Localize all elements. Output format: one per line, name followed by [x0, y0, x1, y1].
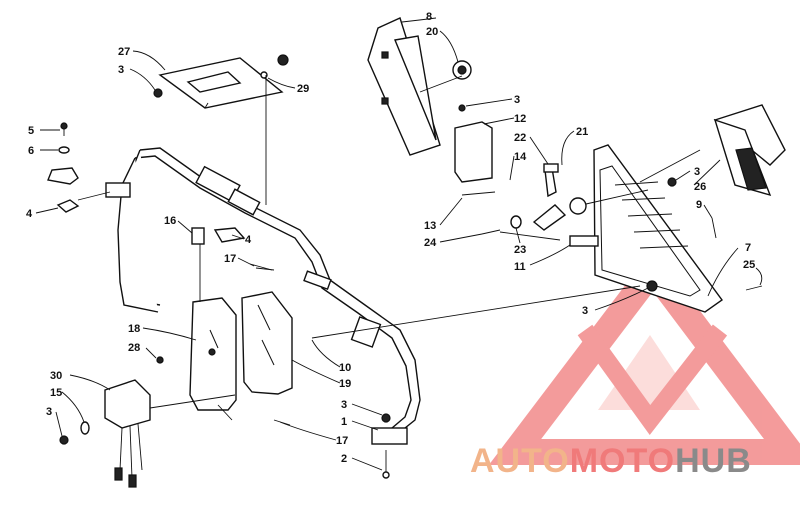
callout-17: 17: [224, 253, 236, 265]
center-brackets: [191, 227, 273, 271]
callout-3: 3: [582, 305, 588, 317]
callout-12: 12: [514, 113, 526, 125]
callout-22: 22: [514, 132, 526, 144]
callout-17: 17: [336, 435, 348, 447]
callout-25: 25: [743, 259, 755, 271]
callout-5: 5: [28, 125, 34, 137]
lower-fasteners: [273, 413, 391, 479]
watermark-logo: [488, 248, 800, 465]
callout-23: 23: [514, 244, 526, 256]
watermark-brand: AUTOMOTOHUB: [470, 442, 752, 482]
latch-assembly: [481, 163, 587, 235]
corner-block: [667, 104, 786, 197]
top-mounting-plate: [153, 54, 289, 109]
callout-20: 20: [426, 26, 438, 38]
electrical-module: [59, 379, 151, 488]
callout-3: 3: [694, 166, 700, 178]
callout-3: 3: [118, 64, 124, 76]
callout-7: 7: [745, 242, 751, 254]
callout-10: 10: [339, 362, 351, 374]
callout-29: 29: [297, 83, 309, 95]
callout-27: 27: [118, 46, 130, 58]
callout-9: 9: [696, 199, 702, 211]
callout-11: 11: [514, 261, 526, 273]
callout-14: 14: [514, 151, 527, 163]
mount-plate-and-cover: [156, 291, 293, 421]
callout-labels: 27 3 29 5 6 4 16 4 17 18 28 30 15 3 10 1…: [26, 11, 755, 465]
callout-26: 26: [694, 181, 706, 193]
callout-leaders: [35, 17, 763, 471]
left-bracket-parts: [47, 122, 131, 213]
grille-panel: [569, 144, 723, 313]
misc-fasteners: [156, 217, 763, 364]
callout-28: 28: [128, 342, 140, 354]
callout-16: 16: [164, 215, 176, 227]
callout-4: 4: [26, 208, 33, 220]
callout-3: 3: [341, 399, 347, 411]
callout-30: 30: [50, 370, 62, 382]
callout-24: 24: [424, 237, 437, 249]
callout-13: 13: [424, 220, 436, 232]
callout-3: 3: [46, 406, 52, 418]
callout-3: 3: [514, 94, 520, 106]
callout-15: 15: [50, 387, 62, 399]
hinge-bracket: [454, 104, 496, 196]
callout-6: 6: [28, 145, 34, 157]
callout-19: 19: [339, 378, 351, 390]
callout-4: 4: [245, 234, 252, 246]
assembly-lines: [77, 75, 701, 409]
brand-hub: HUB: [675, 442, 752, 480]
callout-2: 2: [341, 453, 347, 465]
callout-21: 21: [576, 126, 588, 138]
callout-18: 18: [128, 323, 140, 335]
brand-moto: MOTO: [569, 442, 676, 480]
upper-right-bracket: [367, 17, 472, 156]
brand-auto: AUTO: [470, 442, 570, 480]
callout-1: 1: [341, 416, 347, 428]
callout-8: 8: [426, 11, 432, 23]
